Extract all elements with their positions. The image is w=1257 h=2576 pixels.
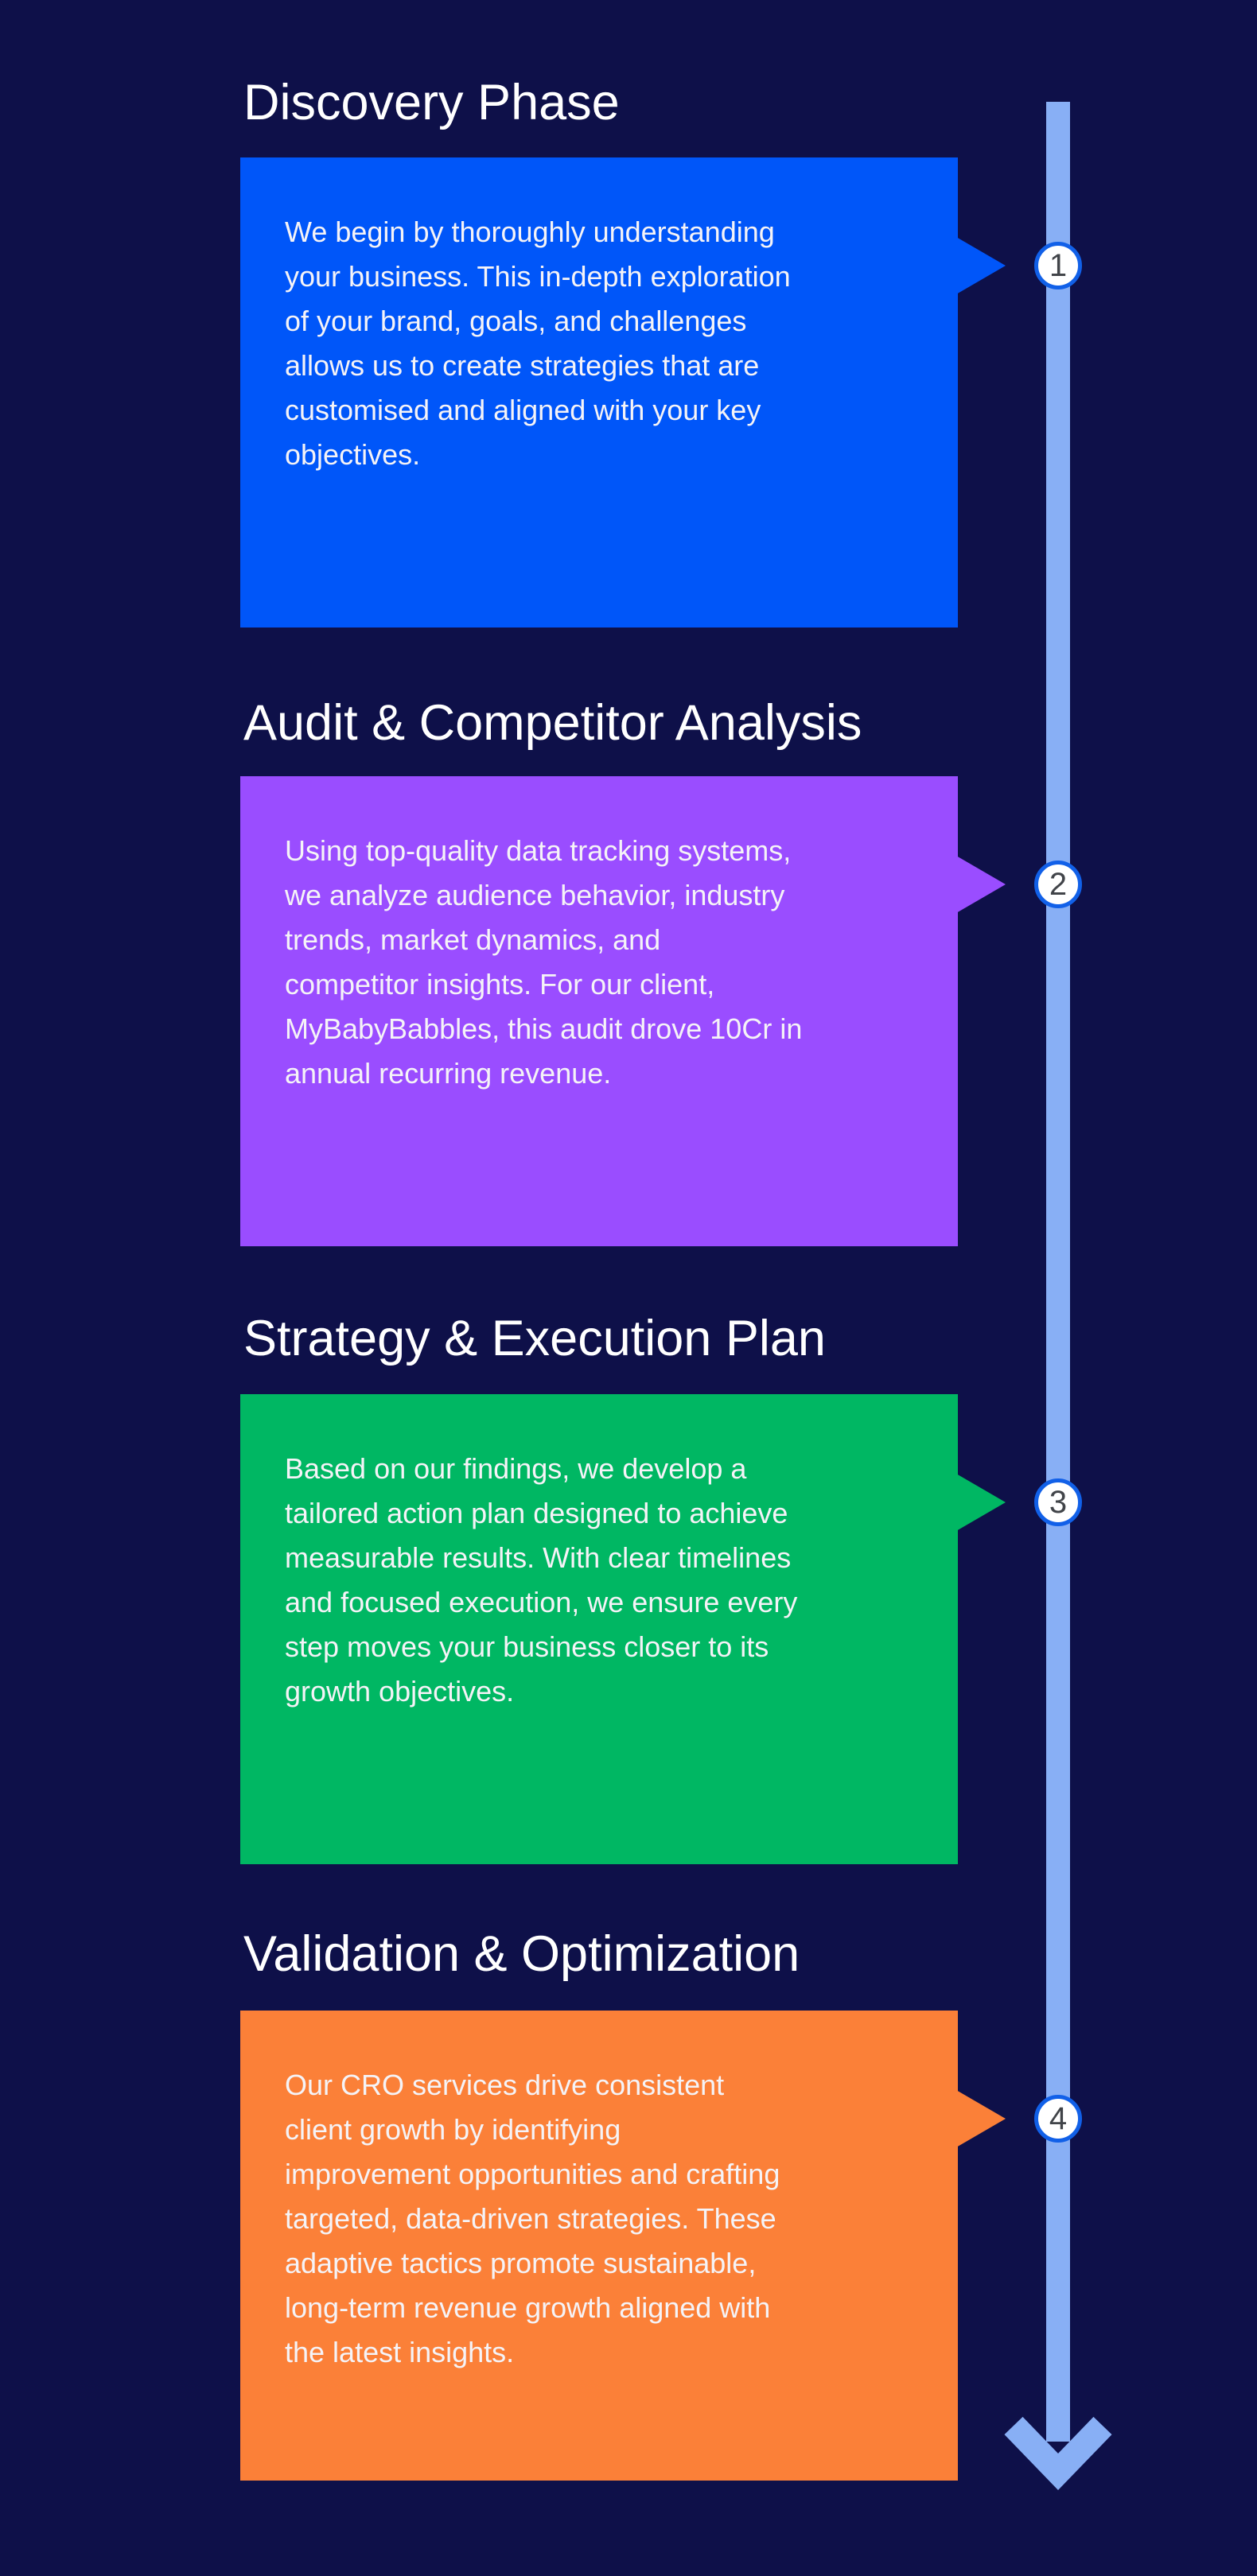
timeline-node: 1 [1034, 242, 1082, 289]
timeline-node: 3 [1034, 1478, 1082, 1526]
step-body: We begin by thoroughly understanding you… [285, 216, 791, 471]
step-body: Using top-quality data tracking systems,… [285, 834, 803, 1090]
step-card: Using top-quality data tracking systems,… [240, 776, 1006, 1246]
step-title: Audit & Competitor Analysis [243, 695, 862, 751]
step-number: 3 [1049, 1485, 1068, 1520]
step-number: 2 [1049, 867, 1068, 902]
step-number: 1 [1049, 248, 1068, 283]
timeline-node: 2 [1034, 861, 1082, 908]
step-body: Our CRO services drive consistent client… [285, 2069, 780, 2368]
step-title: Discovery Phase [243, 75, 620, 130]
arrow-down-icon [1004, 2416, 1112, 2491]
step-number: 4 [1049, 2101, 1068, 2136]
timeline-line [1046, 102, 1070, 2442]
step-card: Based on our findings, we develop a tail… [240, 1394, 1006, 1864]
step-title: Strategy & Execution Plan [243, 1311, 826, 1366]
triangle-right-icon [956, 2090, 1006, 2147]
step-body: Based on our findings, we develop a tail… [285, 1452, 798, 1708]
step-card: We begin by thoroughly understanding you… [240, 157, 1006, 627]
timeline-node: 4 [1034, 2095, 1082, 2143]
step-card: Our CRO services drive consistent client… [240, 2011, 1006, 2481]
triangle-right-icon [956, 1474, 1006, 1531]
triangle-right-icon [956, 856, 1006, 913]
step-title: Validation & Optimization [243, 1926, 800, 1982]
triangle-right-icon [956, 237, 1006, 294]
